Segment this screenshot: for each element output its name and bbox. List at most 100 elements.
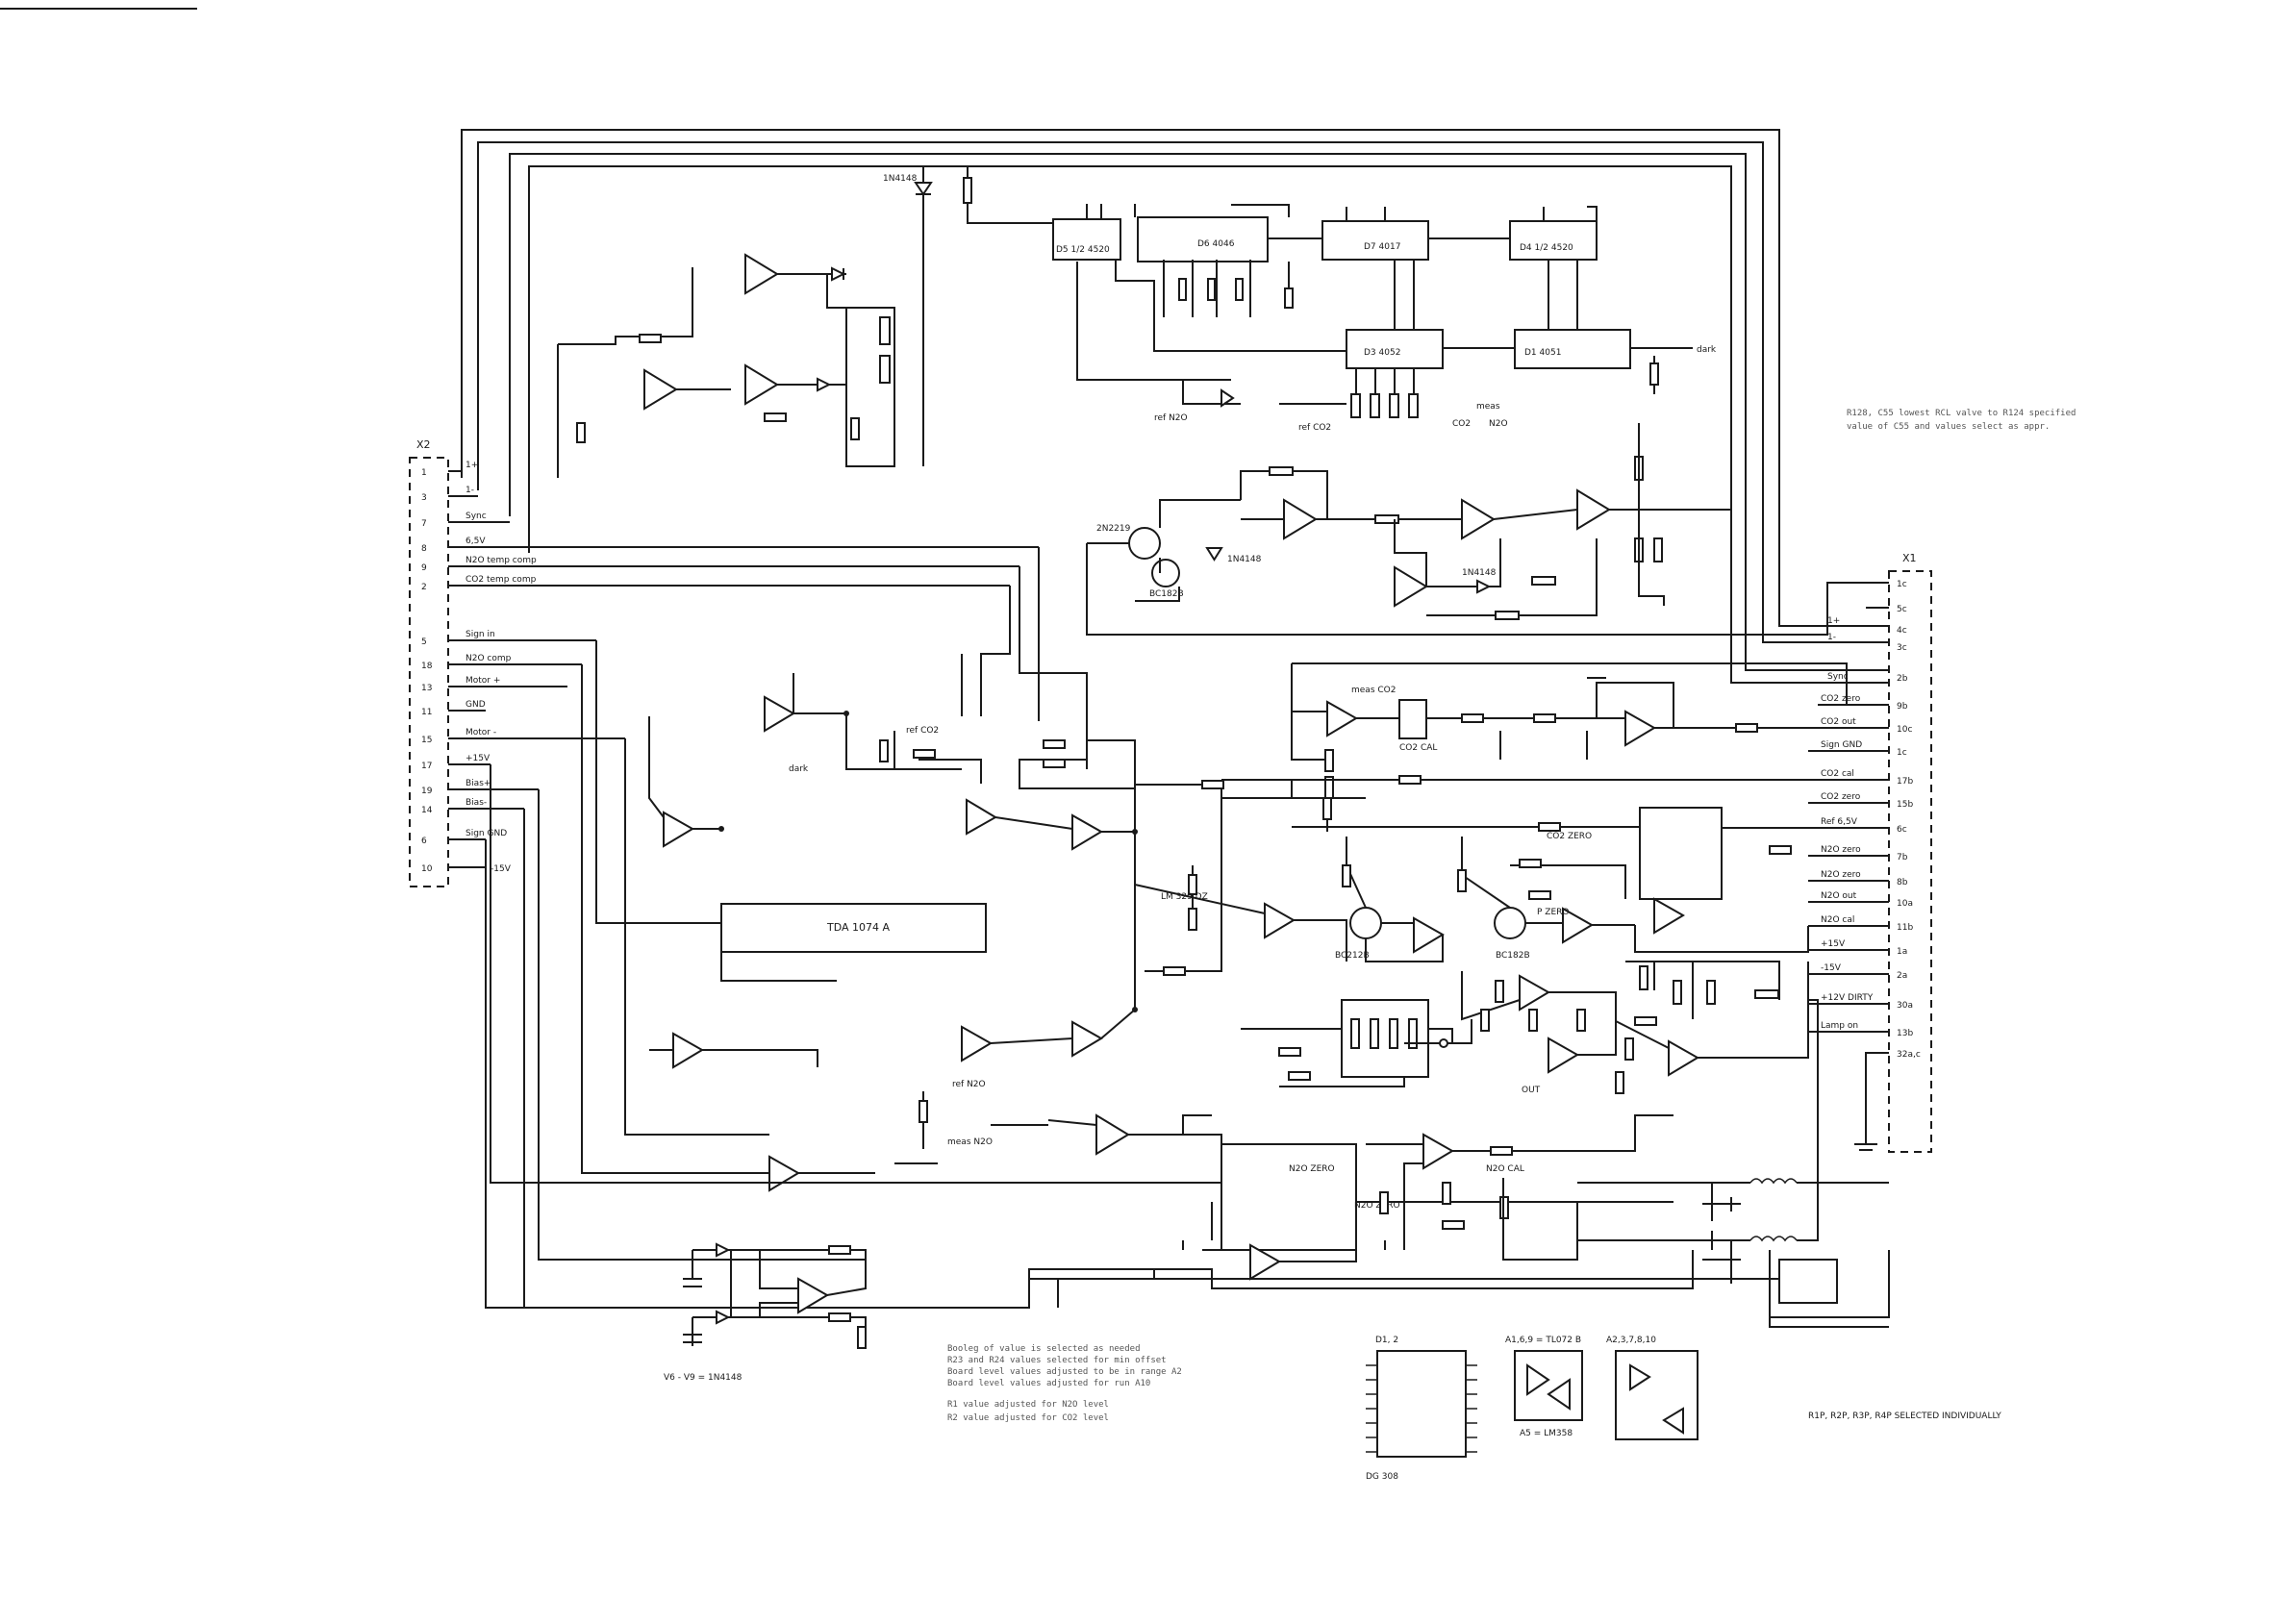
x1-pin-label: N2O out [1821,891,1857,901]
ic-d4 [1509,220,1598,261]
signal-p-zero: P ZERO [1537,908,1569,917]
signal-out: OUT [1522,1086,1541,1095]
ic-d5 [1052,218,1121,261]
signal-meas-co2: meas CO2 [1351,686,1396,695]
opamp-a1-n2o [1422,1133,1454,1170]
x2-pin: 10-15V [421,864,512,874]
opamp-a3-co2-zero [1653,897,1685,935]
opamp-a1-co2 [1326,700,1358,737]
x1-pin-num: 5c [1897,605,1907,614]
x1-pin-label: N2O cal [1821,915,1854,925]
opamp-a2-n2o-zero [1249,1243,1281,1281]
opamp-a2-right [1071,813,1103,851]
transistor-v10-label: BC212B [1335,951,1370,961]
x1-pin-num: 17b [1897,777,1913,787]
opamp-a6-pzero [1548,1037,1579,1074]
connector-x2-label: X2 [416,438,431,451]
opamp-a10a [1283,498,1318,540]
x1-pin-num: 2b [1897,674,1908,684]
ic-label: TDA 1074 A [826,921,891,934]
x2-pin-label: -15V [491,864,512,874]
diode-v2-label: LM 329 DZ [1161,892,1208,902]
x2-pin-num: 14 [421,806,433,815]
x1-pin-num: 4c [1897,626,1907,636]
x1-pin-label: Sign GND [1821,740,1862,750]
x1-pin-num: 10a [1897,899,1913,909]
signal-ref-n2o: ref N2O [1154,413,1188,423]
x2-pin-label: Sign GND [466,829,507,838]
x2-pin-num: 15 [421,736,432,745]
pinout-dg308: D1, 2 DG 308 [1366,1336,1477,1482]
note-line: R128, C55 lowest RCL valve to R124 speci… [1847,409,2076,418]
ic-label: D4 1/2 4520 [1520,243,1573,253]
x2-pin-label: 1+ [466,461,478,470]
x2-pin-label: 6,5V [466,537,486,546]
x2-pin: 14 Bias- [421,798,524,815]
n2o-zero-block: N2O ZERO N2O ZERO N2O CAL [1057,999,1890,1318]
x1-pin-label: CO2 zero [1821,792,1861,802]
opamp-a7-mid [961,1025,993,1062]
x2-pin: 18 N2O comp [421,654,582,671]
opamp-a9b [1562,907,1594,944]
x2-pin: 5 Sign in [421,630,596,647]
signal-n2o-zero: N2O ZERO [1289,1164,1335,1174]
opamp-a3-mid [1095,1113,1130,1156]
x1-pin-num: 1a [1897,947,1907,957]
x2-pin-num: 2 [421,583,427,592]
signal-dark: dark [1697,345,1717,355]
note-line: R2 value adjusted for CO2 level [947,1413,1109,1423]
ic-label: D5 1/2 4520 [1056,245,1110,255]
x1-pin-label: 1+ [1827,616,1840,626]
x2-pin-num: 5 [421,637,427,647]
signal-co2-zero: CO2 ZERO [1547,832,1592,841]
x2-pin-num: 7 [421,519,427,529]
bias-block: V6 - V9 = 1N4148 [664,1242,867,1383]
x1-pin-label: CO2 out [1821,717,1856,727]
x2-pin-label: N2O comp [466,654,512,663]
x1-pin-num: 8b [1897,878,1908,887]
signal-ref-n2o-b: ref N2O [952,1080,986,1089]
x1-pin-num: 30a [1897,1001,1913,1011]
note-line: Booleg of value is selected as needed [947,1344,1140,1354]
opamp-a10b [1461,498,1496,540]
ic-label: D3 4052 [1364,348,1400,358]
opamp-a10c [1576,488,1611,531]
opamp-a2-top [764,695,795,733]
connector-x1-label: X1 [1902,552,1917,564]
x2-pin-label: Bias- [466,798,487,808]
pinout-title: D1, 2 [1375,1336,1398,1345]
pinout-title: A2,3,7,8,10 [1606,1336,1656,1345]
x2-pin-num: 13 [421,684,432,693]
note-selected: R1P, R2P, R3P, R4P SELECTED INDIVIDUALLY [1808,1412,2001,1421]
x2-pin-num: 3 [421,493,427,503]
transistor-v15-label: BC182B [1149,589,1184,599]
x1-pin: 30a+12V DIRTY [1808,993,1913,1011]
opamp-a9a [1413,916,1445,954]
x1-pin-label: +15V [1821,939,1846,949]
x2-pin-label: Sign in [466,630,495,639]
transistor-v11-label: BC182B [1496,951,1530,961]
x2-pin-num: 11 [421,708,432,717]
x2-pin-num: 18 [421,662,433,671]
opamp-a8-bias [797,1277,829,1314]
x1-pin-label: -15V [1821,963,1842,973]
upper-right-notes: R128, C55 lowest RCL valve to R124 speci… [1847,409,2076,432]
opamp-a2-mid [966,798,997,836]
x1-pin-num: 6c [1897,825,1907,835]
x1-pin: 2a-15V [1808,963,1907,981]
x1-pin: 1a +15V [1808,939,1907,957]
opamp-a8 [744,253,779,295]
ic-label: D6 4046 [1197,239,1235,249]
x1-pin: 1c [1866,580,1907,589]
note-line: value of C55 and values select as appr. [1847,422,2050,432]
